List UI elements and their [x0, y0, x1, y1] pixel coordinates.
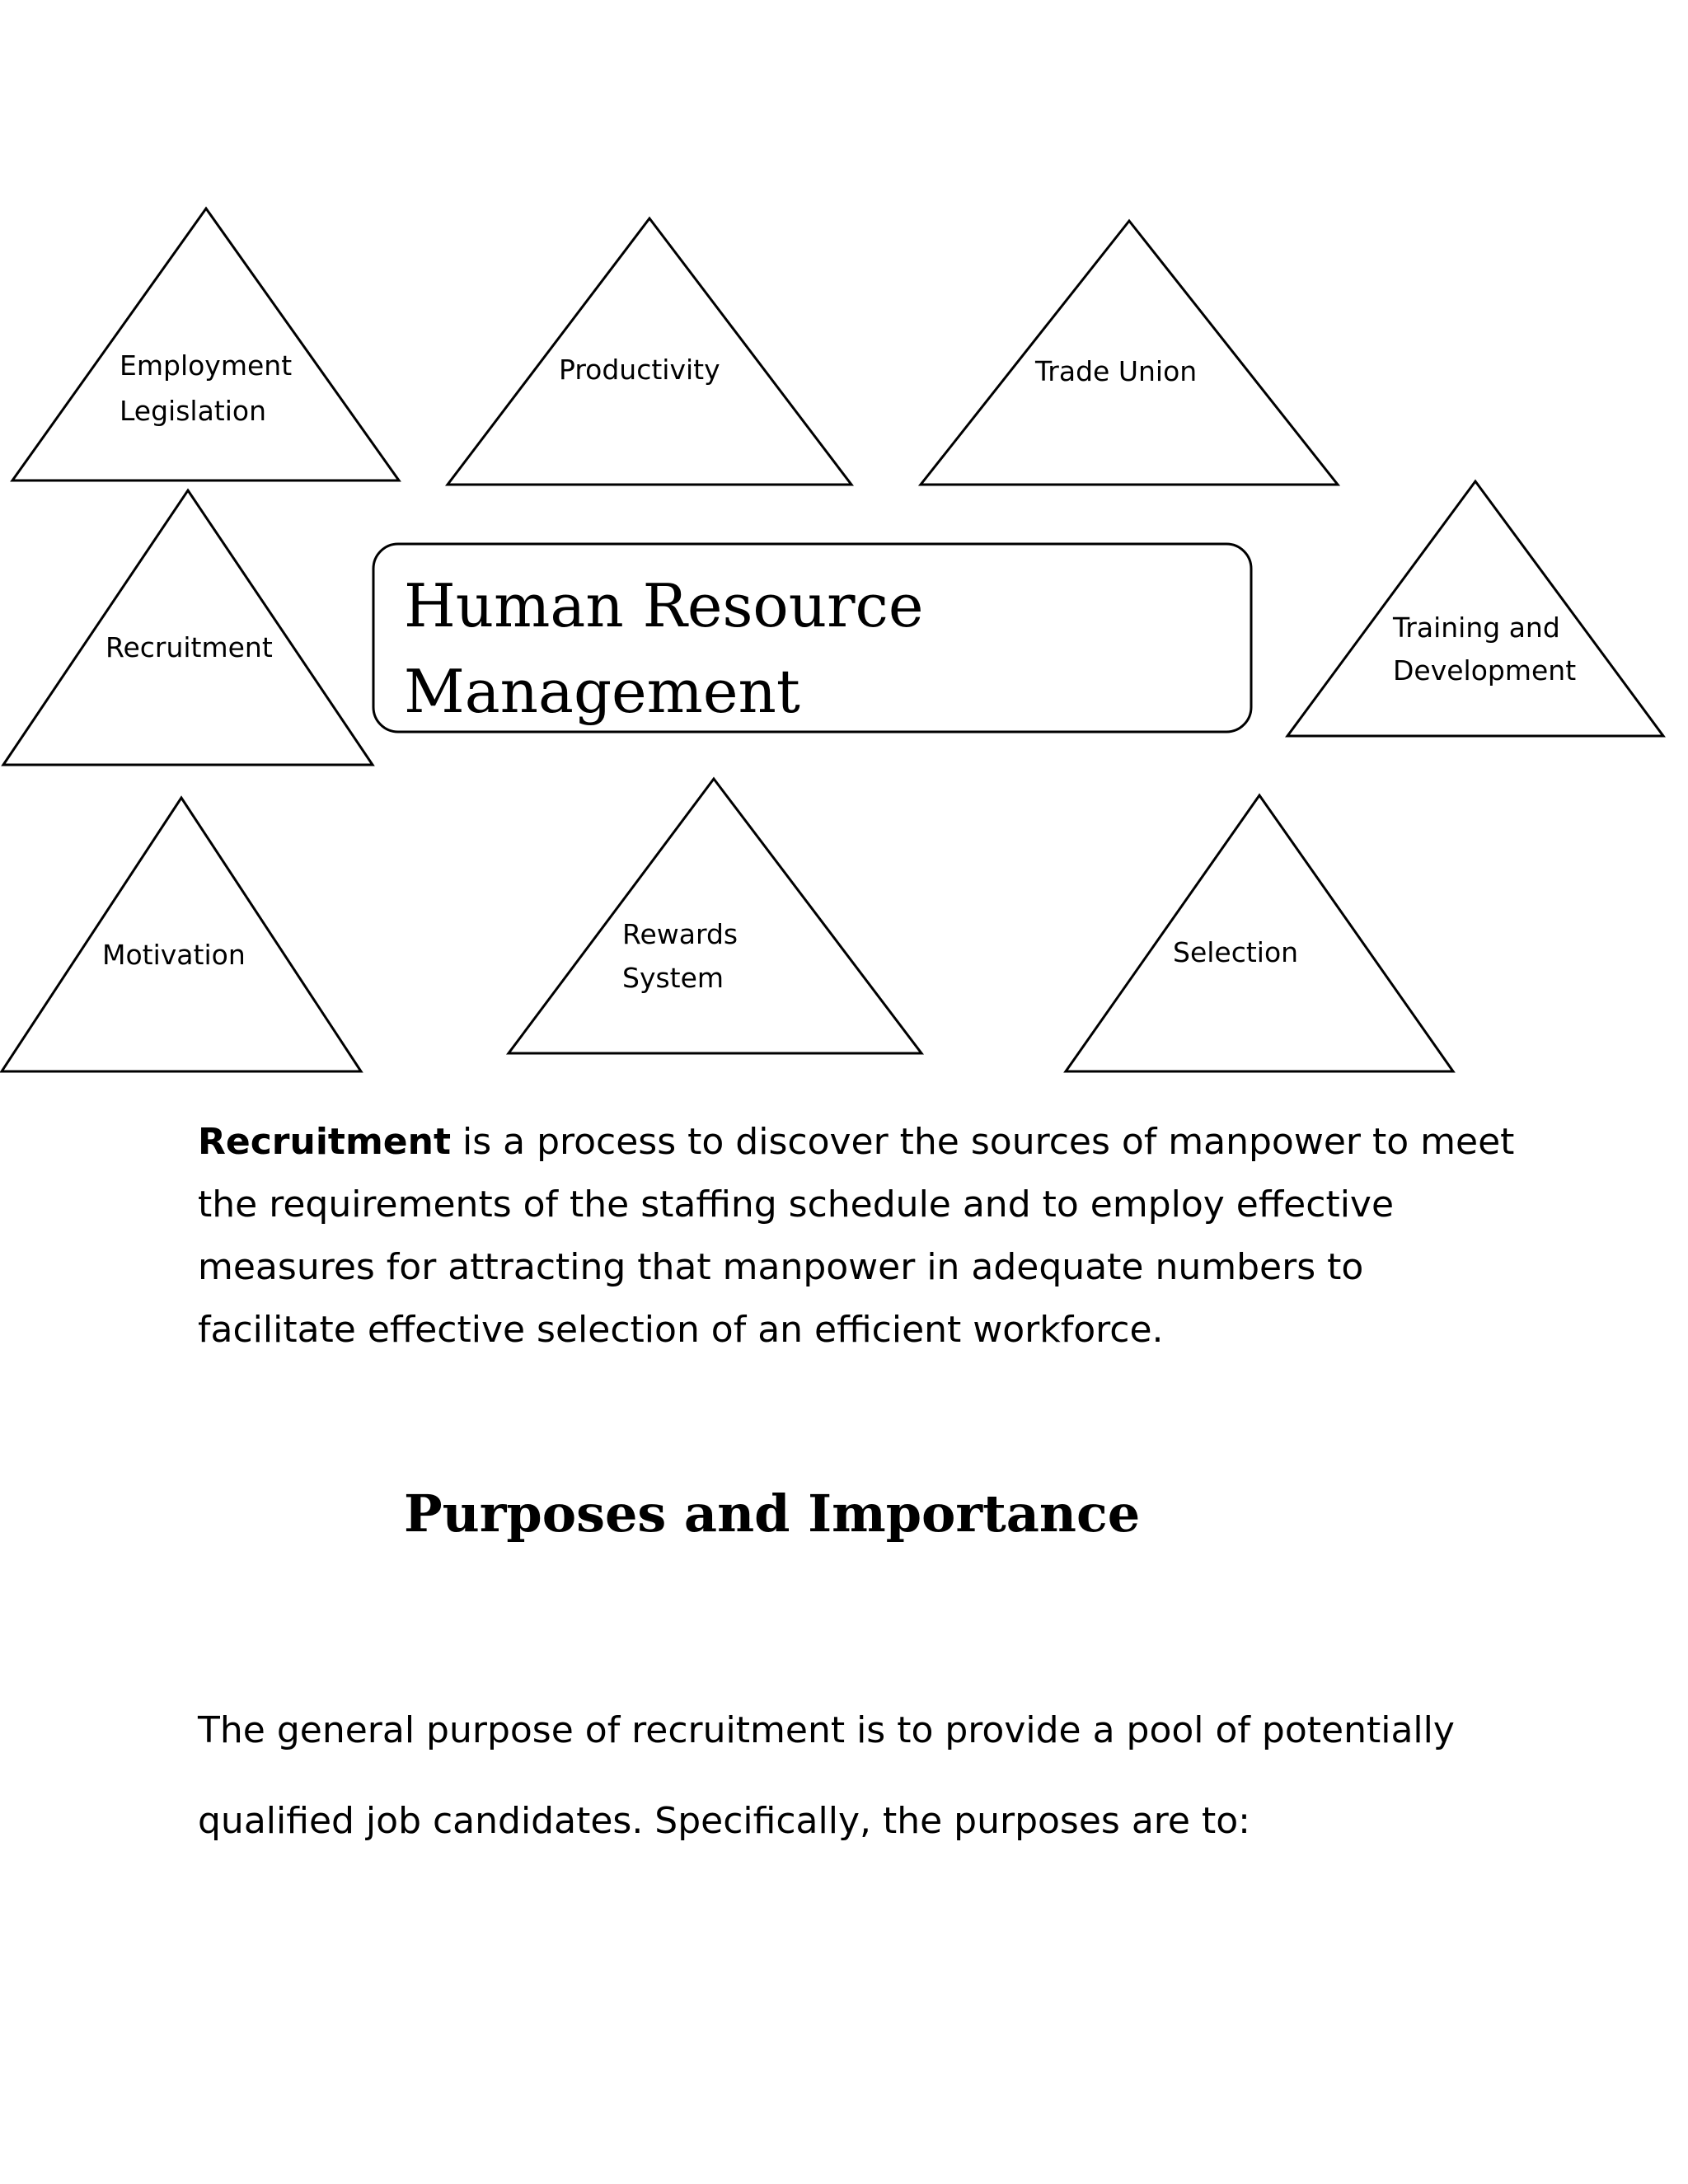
triangle-trade-union: Trade Union: [917, 218, 1341, 486]
triangle-motivation-label: Motivation: [102, 939, 246, 971]
recruitment-term: Recruitment: [198, 1121, 451, 1163]
triangle-selection-label: Selection: [1173, 936, 1298, 968]
triangle-recruitment-label: Recruitment: [106, 631, 273, 663]
recruitment-definition: Recruitment is a process to discover the…: [198, 1111, 1517, 1361]
triangle-rewards-system: Rewards System: [506, 776, 925, 1055]
triangle-trade-union-label: Trade Union: [1034, 355, 1197, 387]
hrm-center-box: Human Resource Management: [372, 542, 1253, 733]
triangle-employment-legislation-label-2: Legislation: [120, 395, 266, 427]
triangle-rewards-system-label-2: System: [622, 962, 724, 994]
hrm-title-line-2: Management: [404, 657, 800, 726]
triangle-productivity: Productivity: [444, 216, 855, 486]
triangle-employment-legislation-label-1: Employment: [120, 349, 292, 382]
hrm-title-line-1: Human Resource: [404, 571, 923, 640]
triangle-employment-legislation: Employment Legislation: [10, 206, 401, 482]
purpose-paragraph: The general purpose of recruitment is to…: [198, 1709, 1455, 1842]
recruitment-definition-text: is a process to discover the sources of …: [198, 1121, 1515, 1351]
triangle-selection: Selection: [1063, 793, 1456, 1073]
triangle-training-and-development-label-2: Development: [1393, 654, 1576, 687]
hrm-diagram: Human Resource Management Employment Leg…: [0, 206, 1666, 1073]
triangle-recruitment: Recruitment: [1, 488, 375, 766]
triangle-rewards-system-label-1: Rewards: [622, 918, 738, 950]
triangle-motivation: Motivation: [0, 795, 363, 1073]
triangle-training-and-development: Training and Development: [1285, 479, 1666, 738]
section-heading: Purposes and Importance: [404, 1483, 1141, 1544]
triangle-training-and-development-label-1: Training and: [1392, 612, 1560, 644]
triangle-productivity-label: Productivity: [559, 354, 720, 386]
